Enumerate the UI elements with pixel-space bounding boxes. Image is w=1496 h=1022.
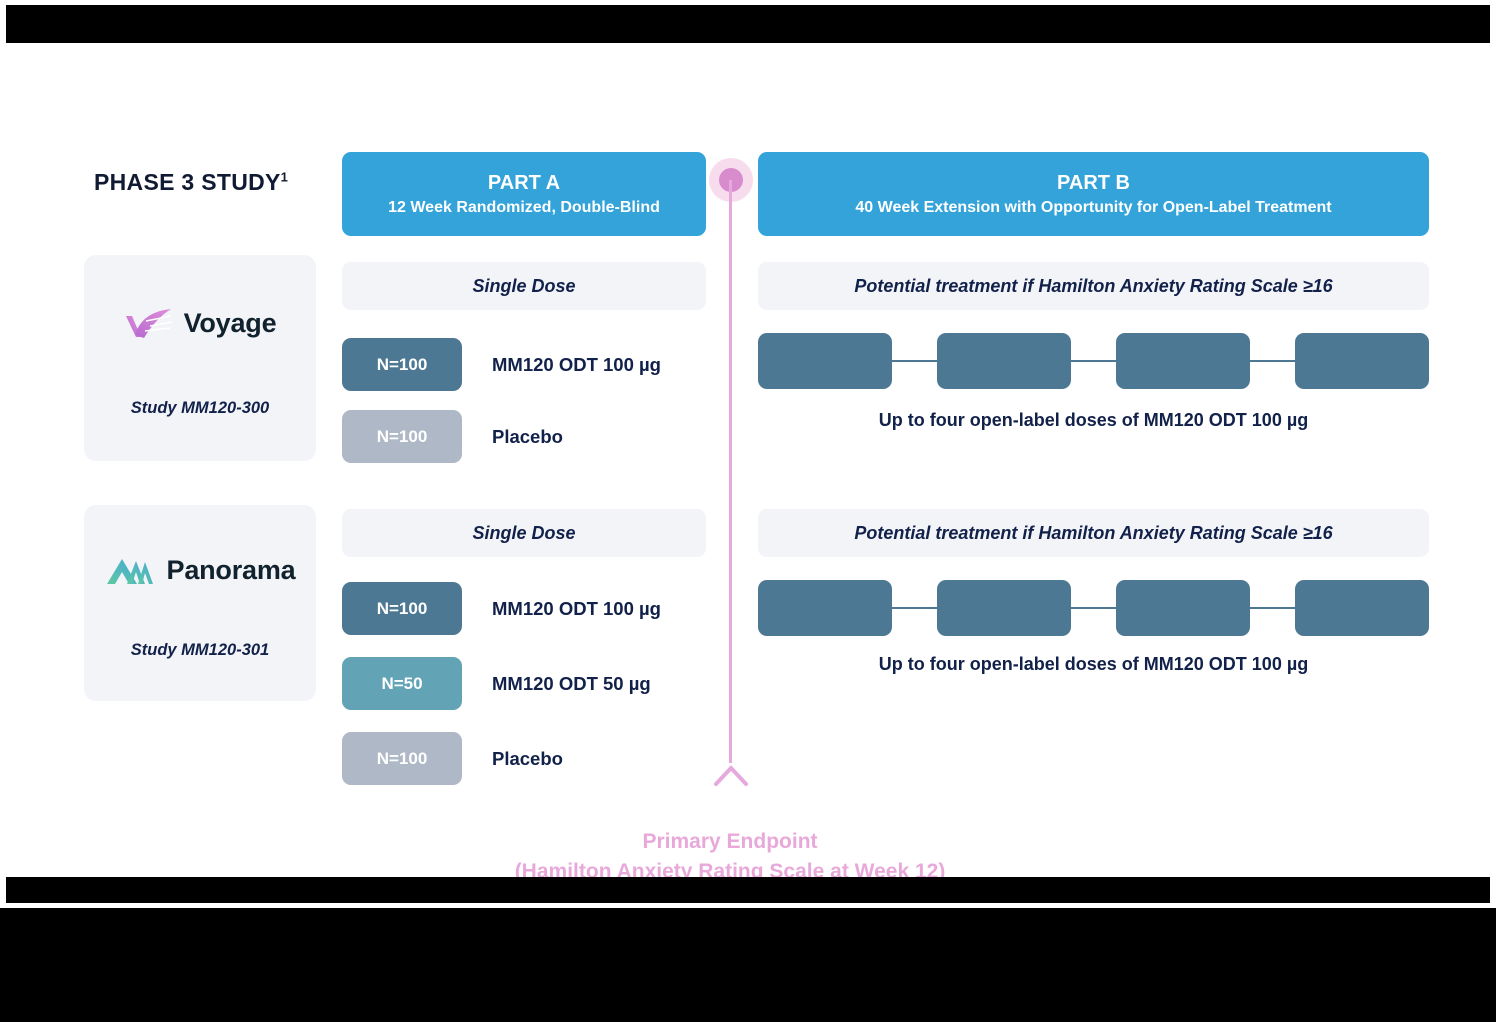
content-card: PHASE 3 STUDY1 PART A 12 Week Randomized… bbox=[6, 43, 1490, 883]
panorama-logo-word: Panorama bbox=[166, 555, 296, 585]
page-title: PHASE 3 STUDY1 bbox=[94, 169, 288, 196]
panorama-dose-box-2 bbox=[937, 580, 1071, 636]
part-a-name: PART A bbox=[487, 171, 561, 194]
voyage-chain-caption: Up to four open-label doses of MM120 ODT… bbox=[878, 410, 1309, 430]
voyage-logo-word: Voyage bbox=[183, 308, 277, 338]
voyage-arm-2: N=100 Placebo bbox=[342, 410, 563, 463]
footnote-panel: 1. Studies will employ an adaptive desig… bbox=[0, 908, 1496, 1022]
voyage-arm-2-label: Placebo bbox=[492, 425, 563, 447]
panorama-single-dose-strip: Single Dose bbox=[342, 509, 706, 557]
panorama-dose-box-4 bbox=[1295, 580, 1429, 636]
panorama-study-id: Study MM120-301 bbox=[130, 640, 270, 659]
bottom-black-bar bbox=[6, 877, 1490, 903]
voyage-chain-connector bbox=[758, 360, 1429, 362]
panorama-arm-1-n: N=100 bbox=[342, 582, 462, 635]
panorama-arm-2-label: MM120 ODT 50 µg bbox=[492, 672, 651, 694]
voyage-arm-1-label: MM120 ODT 100 µg bbox=[492, 353, 661, 375]
endpoint-timeline-line bbox=[729, 180, 732, 763]
voyage-single-dose-strip: Single Dose bbox=[342, 262, 706, 310]
voyage-dose-chain bbox=[758, 333, 1429, 389]
panorama-arm-3: N=100 Placebo bbox=[342, 732, 563, 785]
voyage-study-id: Study MM120-300 bbox=[130, 398, 270, 417]
panorama-partb-condition: Potential treatment if Hamilton Anxiety … bbox=[758, 509, 1429, 557]
panorama-chain-connector bbox=[758, 607, 1429, 609]
panorama-arm-2-n: N=50 bbox=[342, 657, 462, 710]
study-card-panorama: Panorama Study MM120-301 bbox=[84, 505, 316, 701]
panorama-dose-chain bbox=[758, 580, 1429, 636]
part-b-subtitle: 40 Week Extension with Opportunity for O… bbox=[855, 198, 1332, 216]
primary-endpoint-line-1: Primary Endpoint bbox=[642, 830, 818, 853]
panorama-dose-box-1 bbox=[758, 580, 892, 636]
panorama-arm-3-label: Placebo bbox=[492, 747, 563, 769]
voyage-dose-box-3 bbox=[1116, 333, 1250, 389]
voyage-logo-icon bbox=[125, 308, 172, 338]
part-b-name: PART B bbox=[1057, 171, 1130, 194]
panorama-logo-row: Panorama bbox=[105, 553, 296, 589]
voyage-dose-box-2 bbox=[937, 333, 1071, 389]
panorama-arm-3-n: N=100 bbox=[342, 732, 462, 785]
voyage-logo-row: Voyage bbox=[124, 305, 277, 343]
page-title-text: PHASE 3 STUDY bbox=[94, 169, 281, 195]
panorama-logo-icon bbox=[106, 558, 153, 584]
panorama-dose-box-3 bbox=[1116, 580, 1250, 636]
page-title-footnote-ref: 1 bbox=[280, 169, 289, 185]
part-b-header: PART B 40 Week Extension with Opportunit… bbox=[758, 152, 1429, 236]
top-black-bar bbox=[6, 5, 1490, 43]
part-a-subtitle: 12 Week Randomized, Double-Blind bbox=[388, 198, 660, 216]
part-a-header: PART A 12 Week Randomized, Double-Blind bbox=[342, 152, 706, 236]
endpoint-arrow-icon bbox=[714, 765, 748, 786]
panorama-arm-1: N=100 MM120 ODT 100 µg bbox=[342, 582, 661, 635]
voyage-arm-1-n: N=100 bbox=[342, 338, 462, 391]
panorama-chain-caption: Up to four open-label doses of MM120 ODT… bbox=[878, 654, 1309, 674]
voyage-arm-1: N=100 MM120 ODT 100 µg bbox=[342, 338, 661, 391]
panorama-arm-1-label: MM120 ODT 100 µg bbox=[492, 597, 661, 619]
voyage-partb-condition: Potential treatment if Hamilton Anxiety … bbox=[758, 262, 1429, 310]
study-card-voyage: Voyage Study MM120-300 bbox=[84, 255, 316, 461]
voyage-dose-box-1 bbox=[758, 333, 892, 389]
panorama-arm-2: N=50 MM120 ODT 50 µg bbox=[342, 657, 651, 710]
voyage-dose-box-4 bbox=[1295, 333, 1429, 389]
voyage-arm-2-n: N=100 bbox=[342, 410, 462, 463]
